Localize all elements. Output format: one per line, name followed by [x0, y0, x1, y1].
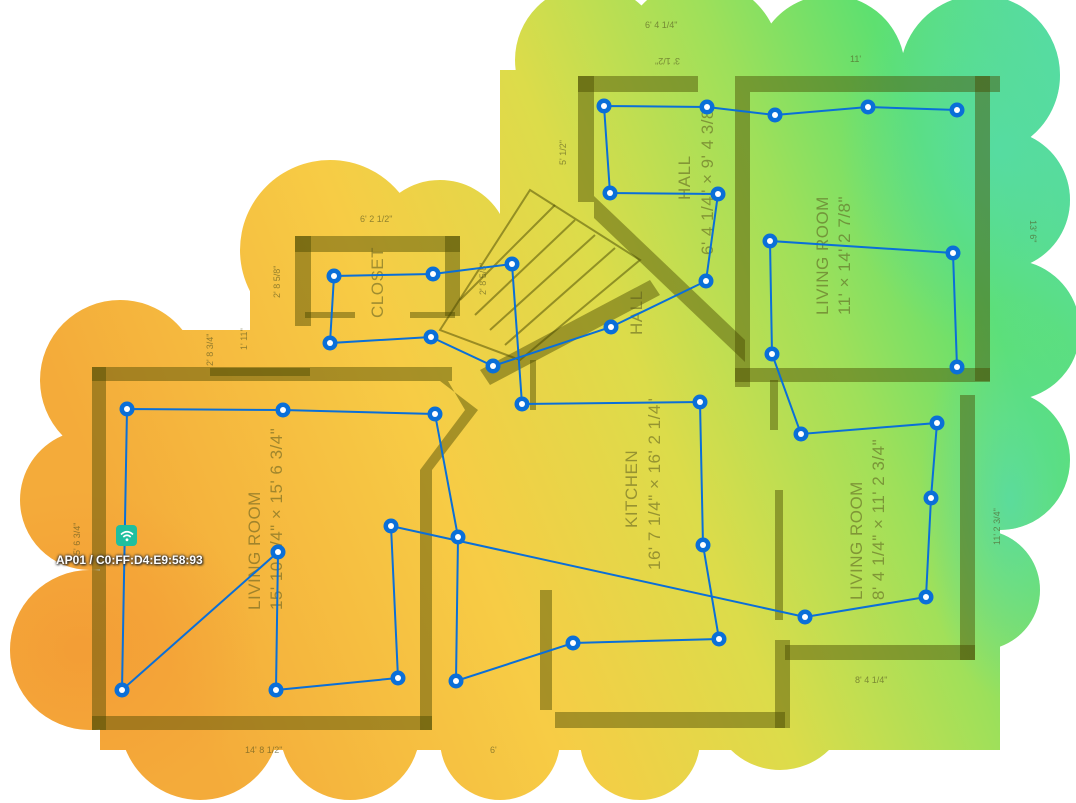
- survey-point[interactable]: [945, 245, 961, 261]
- survey-point[interactable]: [797, 609, 813, 625]
- survey-point[interactable]: [692, 394, 708, 410]
- survey-point[interactable]: [596, 98, 612, 114]
- svg-text:6' 4 1/4": 6' 4 1/4": [645, 20, 677, 30]
- survey-point[interactable]: [268, 682, 284, 698]
- survey-point[interactable]: [860, 99, 876, 115]
- survey-point[interactable]: [275, 402, 291, 418]
- survey-point[interactable]: [485, 358, 501, 374]
- svg-text:3' 1/2": 3' 1/2": [655, 56, 680, 66]
- survey-point[interactable]: [949, 102, 965, 118]
- room-size: 6' 4 1/4" × 9' 4 3/8": [698, 103, 717, 255]
- dimension-labels: 6' 4 1/4" 3' 1/2" 11' 6' 2 1/2" 2' 8 5/8…: [72, 20, 1038, 755]
- survey-point[interactable]: [326, 268, 342, 284]
- survey-point[interactable]: [695, 537, 711, 553]
- survey-point[interactable]: [929, 415, 945, 431]
- survey-point[interactable]: [764, 346, 780, 362]
- survey-point[interactable]: [504, 256, 520, 272]
- room-size: 16' 7 1/4" × 16' 2 1/4": [645, 398, 664, 570]
- room-size: 11' × 14' 2 7/8": [835, 196, 854, 315]
- survey-point[interactable]: [698, 273, 714, 289]
- svg-text:1' 11": 1' 11": [239, 328, 249, 350]
- survey-point[interactable]: [711, 631, 727, 647]
- survey-point[interactable]: [923, 490, 939, 506]
- survey-point[interactable]: [270, 544, 286, 560]
- survey-point[interactable]: [114, 682, 130, 698]
- survey-point[interactable]: [602, 185, 618, 201]
- wifi-icon: [119, 530, 134, 541]
- svg-text:5' 1/2": 5' 1/2": [558, 140, 568, 165]
- room-name: LIVING ROOM: [245, 491, 264, 610]
- survey-point[interactable]: [423, 329, 439, 345]
- room-name: KITCHEN: [622, 450, 641, 528]
- survey-point[interactable]: [699, 99, 715, 115]
- svg-text:8' 4 1/4": 8' 4 1/4": [855, 675, 887, 685]
- access-point-label: AP01 / C0:FF:D4:E9:58:93: [56, 553, 203, 567]
- svg-text:2' 8 3/4": 2' 8 3/4": [205, 334, 215, 366]
- survey-point[interactable]: [427, 406, 443, 422]
- survey-point[interactable]: [767, 107, 783, 123]
- room-name: LIVING ROOM: [813, 196, 832, 315]
- survey-point[interactable]: [322, 335, 338, 351]
- survey-point[interactable]: [390, 670, 406, 686]
- room-name: HALL: [627, 290, 646, 335]
- survey-point[interactable]: [603, 319, 619, 335]
- survey-point[interactable]: [793, 426, 809, 442]
- svg-text:2' 8 5/8": 2' 8 5/8": [478, 263, 488, 295]
- room-name: CLOSET: [368, 247, 387, 318]
- svg-text:6' 2 1/2": 6' 2 1/2": [360, 214, 392, 224]
- survey-point[interactable]: [762, 233, 778, 249]
- survey-point[interactable]: [119, 401, 135, 417]
- survey-point[interactable]: [949, 359, 965, 375]
- svg-text:11': 11': [850, 54, 861, 64]
- access-point-marker[interactable]: [116, 525, 137, 546]
- room-name: HALL: [675, 155, 694, 200]
- room-size: 15' 10 3/4" × 15' 6 3/4": [267, 428, 286, 610]
- room-name: LIVING ROOM: [847, 481, 866, 600]
- svg-text:2' 8 5/8": 2' 8 5/8": [272, 266, 282, 298]
- svg-text:14' 8 1/2": 14' 8 1/2": [245, 745, 282, 755]
- survey-point[interactable]: [450, 529, 466, 545]
- svg-text:11' 2 3/4": 11' 2 3/4": [992, 508, 1002, 545]
- survey-point[interactable]: [565, 635, 581, 651]
- floorplan-stairs: [438, 188, 642, 362]
- survey-point[interactable]: [710, 186, 726, 202]
- survey-point[interactable]: [514, 396, 530, 412]
- svg-text:15' 6 3/4": 15' 6 3/4": [72, 523, 82, 560]
- survey-points[interactable]: [114, 98, 965, 698]
- survey-point[interactable]: [383, 518, 399, 534]
- room-size: 8' 4 1/4" × 11' 2 3/4": [869, 439, 888, 600]
- survey-point[interactable]: [425, 266, 441, 282]
- survey-point[interactable]: [448, 673, 464, 689]
- survey-point[interactable]: [918, 589, 934, 605]
- svg-text:13' 6": 13' 6": [1028, 220, 1038, 242]
- svg-text:6': 6': [490, 745, 497, 755]
